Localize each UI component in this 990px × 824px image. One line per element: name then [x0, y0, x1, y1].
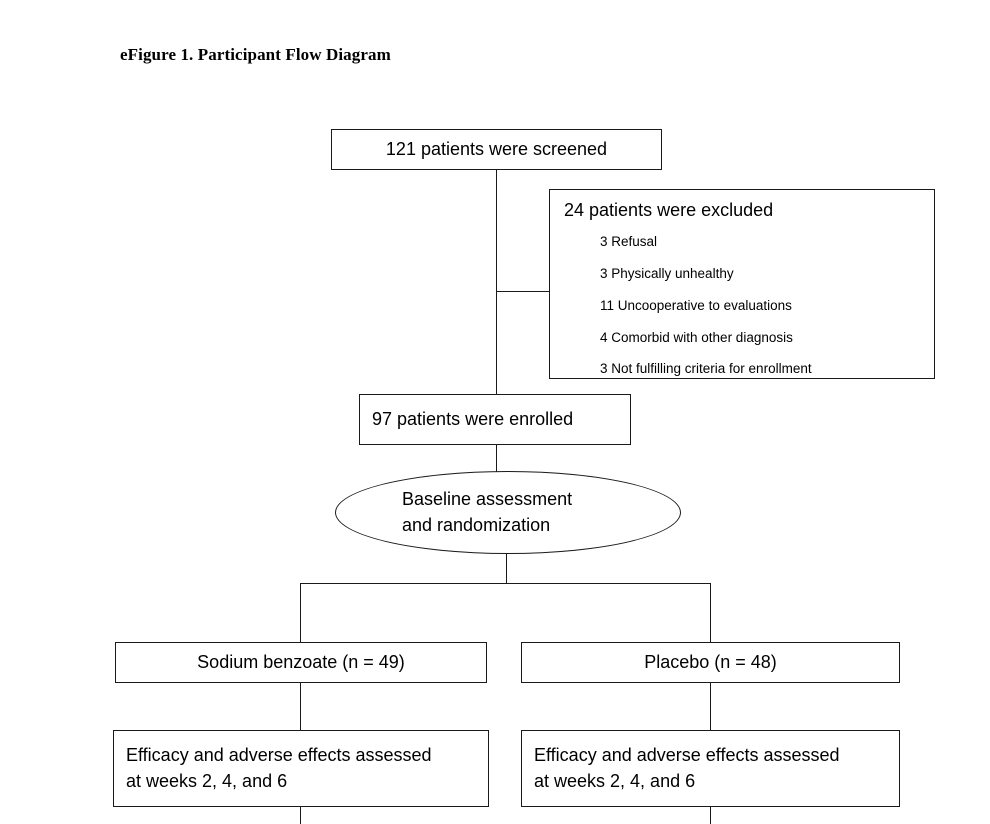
connector-enrolled-to-baseline [496, 445, 497, 472]
node-excluded: 24 patients were excluded 3 Refusal 3 Ph… [549, 189, 935, 379]
excluded-reason-item: 3 Refusal [600, 233, 658, 249]
node-screened: 121 patients were screened [331, 129, 662, 170]
excluded-reason-item: 11 Uncooperative to evaluations [600, 297, 792, 313]
node-assessment-left-line-1: Efficacy and adverse effects assessed [126, 744, 432, 765]
node-baseline-randomization: Baseline assessment and randomization [335, 471, 681, 554]
node-assessment-right-text: Efficacy and adverse effects assessed at… [522, 731, 899, 806]
node-assessment-right-line-2: at weeks 2, 4, and 6 [534, 770, 696, 791]
node-assessment-left-text: Efficacy and adverse effects assessed at… [114, 731, 488, 806]
node-assessment-right-line-1: Efficacy and adverse effects assessed [534, 744, 840, 765]
connector-split-to-group-left [300, 583, 301, 643]
node-arm-sodium-benzoate: Sodium benzoate (n = 49) [115, 642, 487, 683]
node-assessment-sodium-benzoate: Efficacy and adverse effects assessed at… [113, 730, 489, 807]
node-arm-placebo-label: Placebo (n = 48) [644, 651, 777, 672]
page-title: eFigure 1. Participant Flow Diagram [120, 45, 391, 64]
node-enrolled-label: 97 patients were enrolled [372, 408, 574, 429]
connector-branch-to-excluded [497, 291, 550, 292]
connector-group-left-to-assess [300, 683, 301, 731]
node-assessment-placebo: Efficacy and adverse effects assessed at… [521, 730, 900, 807]
connector-group-right-to-assess [710, 683, 711, 731]
node-enrolled: 97 patients were enrolled [359, 394, 631, 445]
node-arm-sodium-benzoate-label: Sodium benzoate (n = 49) [197, 651, 405, 672]
excluded-reason-item: 4 Comorbid with other diagnosis [600, 329, 793, 345]
node-screened-label: 121 patients were screened [385, 138, 608, 159]
excluded-reason-item: 3 Not fulfilling criteria for enrollment [600, 361, 812, 377]
connector-baseline-to-split [506, 552, 507, 584]
connector-assess-right-downward [710, 806, 711, 824]
excluded-reason-item: 3 Physically unhealthy [600, 265, 734, 281]
node-baseline-line-1: Baseline assessment [402, 488, 573, 509]
connector-split-to-group-right [710, 583, 711, 643]
node-baseline-line-2: and randomization [402, 514, 551, 535]
connector-screened-to-enrolled [496, 170, 497, 394]
connector-split-horizontal [300, 583, 711, 584]
connector-assess-left-downward [300, 806, 301, 824]
node-assessment-left-line-2: at weeks 2, 4, and 6 [126, 770, 288, 791]
node-arm-placebo: Placebo (n = 48) [521, 642, 900, 683]
node-excluded-heading: 24 patients were excluded [564, 200, 774, 220]
